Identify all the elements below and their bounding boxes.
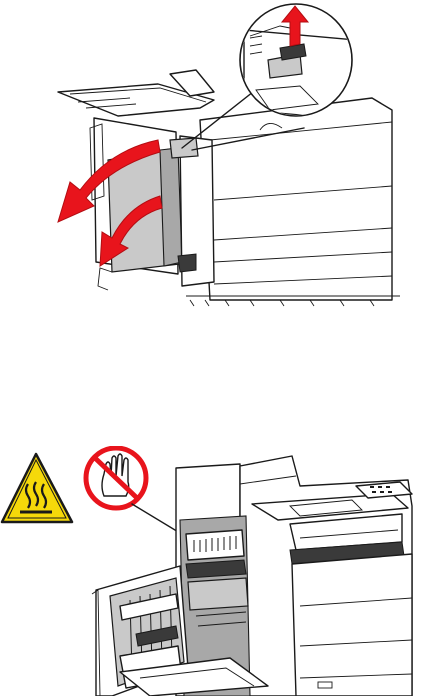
do-not-touch-icon: [86, 448, 146, 508]
printer-front-open-illustration: [0, 446, 432, 696]
figure-fuser-warning: [0, 446, 432, 696]
hot-surface-warning-icon: [2, 454, 72, 522]
output-tray: [58, 70, 214, 116]
figure-open-left-door: [0, 0, 432, 320]
printer-door-illustration: [0, 0, 432, 320]
printer-body: [186, 98, 400, 306]
